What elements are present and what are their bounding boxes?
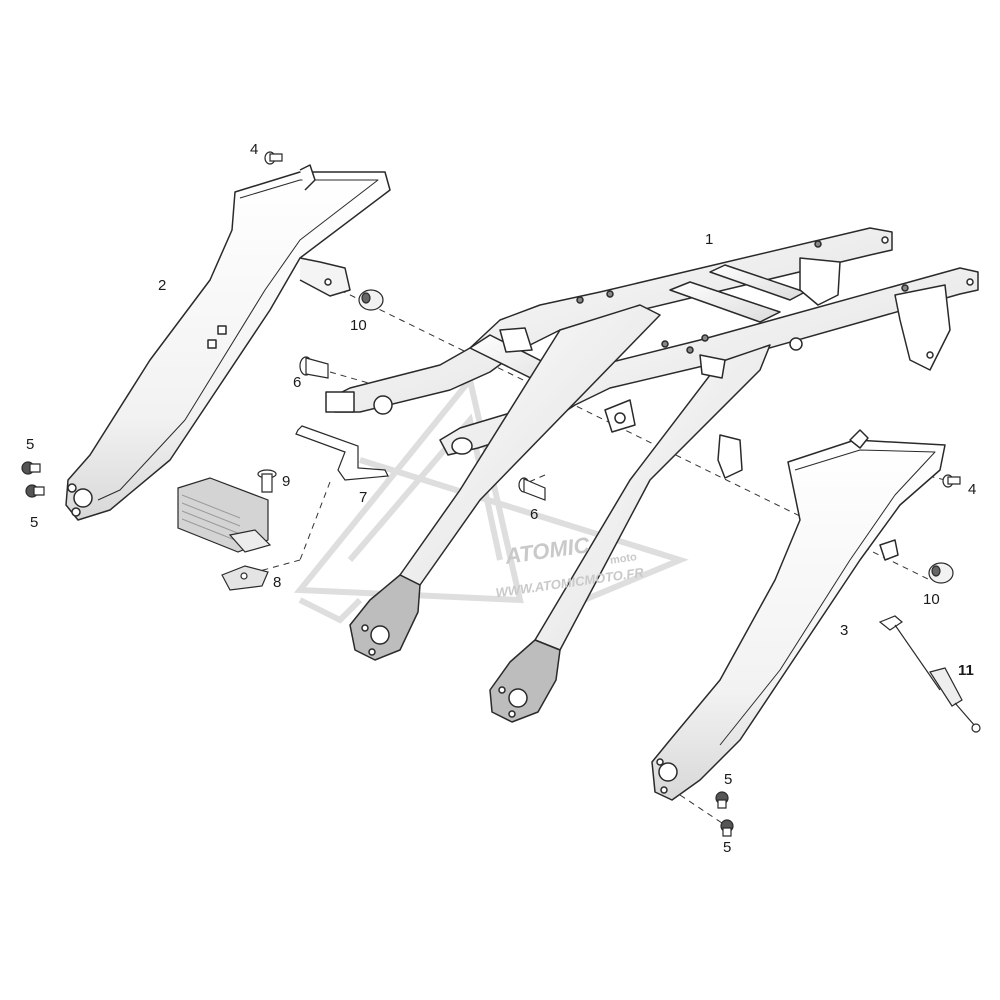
mounting-clip bbox=[222, 566, 268, 590]
callout-5-right-upper-screw: 5 bbox=[724, 771, 733, 788]
bolt-9 bbox=[258, 470, 276, 492]
screw-5-left-lower bbox=[26, 485, 44, 497]
support-rod bbox=[880, 616, 980, 732]
bracket-plate bbox=[296, 426, 388, 480]
bolt-6-upper bbox=[300, 357, 328, 378]
callout-4-right-screw: 4 bbox=[968, 481, 977, 498]
callout-3-right-side-cover: 3 bbox=[840, 622, 849, 639]
callout-7-bracket: 7 bbox=[359, 489, 368, 506]
screw-5-right-upper bbox=[716, 792, 728, 808]
callout-5-left-lower-screw: 5 bbox=[30, 514, 39, 531]
voltage-regulator bbox=[178, 478, 270, 552]
callout-6-lower-bolt: 6 bbox=[530, 506, 539, 523]
callout-4-top-screw: 4 bbox=[250, 141, 259, 158]
callout-6-upper-bolt: 6 bbox=[293, 374, 302, 391]
right-side-cover bbox=[652, 430, 945, 800]
screw-4-top bbox=[265, 152, 282, 164]
callout-1-rear-subframe: 1 bbox=[705, 231, 714, 248]
callout-11-support-rod: 11 bbox=[958, 662, 974, 679]
callout-9-bolt: 9 bbox=[282, 473, 291, 490]
callout-8-clip: 8 bbox=[273, 574, 282, 591]
grommet-10-left bbox=[359, 290, 383, 310]
callout-10-right-grommet: 10 bbox=[923, 591, 940, 608]
callout-2-left-side-cover: 2 bbox=[158, 277, 167, 294]
grommet-10-right bbox=[929, 563, 953, 583]
callout-5-left-upper-screw: 5 bbox=[26, 436, 35, 453]
callout-5-right-lower-screw: 5 bbox=[723, 839, 732, 856]
screw-4-right bbox=[943, 475, 960, 487]
rear-subframe bbox=[326, 228, 978, 722]
screw-5-left-upper bbox=[22, 462, 40, 474]
left-side-cover bbox=[66, 165, 390, 520]
screw-5-right-lower bbox=[721, 820, 733, 836]
bolt-6-lower bbox=[519, 478, 545, 500]
callout-10-left-grommet: 10 bbox=[350, 317, 367, 334]
